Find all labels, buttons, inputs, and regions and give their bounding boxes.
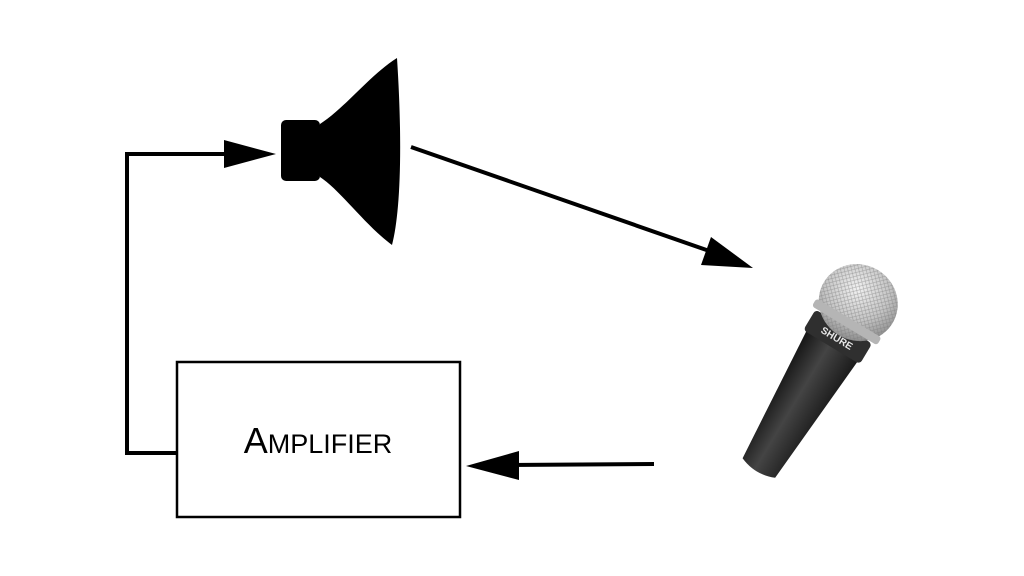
mic-to-amp-connector (466, 451, 655, 480)
loudspeaker-icon (281, 58, 401, 245)
amplifier-label-initial: A (244, 420, 268, 461)
speaker-to-mic-line (410, 145, 719, 256)
mic-to-amp-line (499, 462, 655, 467)
amp-to-speaker-line (125, 152, 238, 455)
mic-body (742, 328, 860, 478)
microphone-icon: SHURE (742, 264, 898, 478)
mic-to-amp-arrowhead (466, 451, 519, 480)
amp-to-speaker-arrowhead (224, 140, 276, 168)
speaker-to-mic-arrowhead (701, 237, 753, 268)
mic-grille-band (812, 299, 881, 345)
amplifier-box (175, 360, 462, 519)
amplifier-label: AMPLIFIER (244, 420, 393, 461)
speaker-to-mic-connector (410, 145, 753, 268)
amplifier-block: AMPLIFIER (175, 360, 462, 519)
amp-to-speaker-connector (125, 140, 276, 455)
amplifier-label-rest: MPLIFIER (268, 429, 393, 459)
mic-collar (804, 311, 871, 363)
speaker-cone (320, 58, 401, 245)
speaker-magnet (281, 120, 320, 181)
